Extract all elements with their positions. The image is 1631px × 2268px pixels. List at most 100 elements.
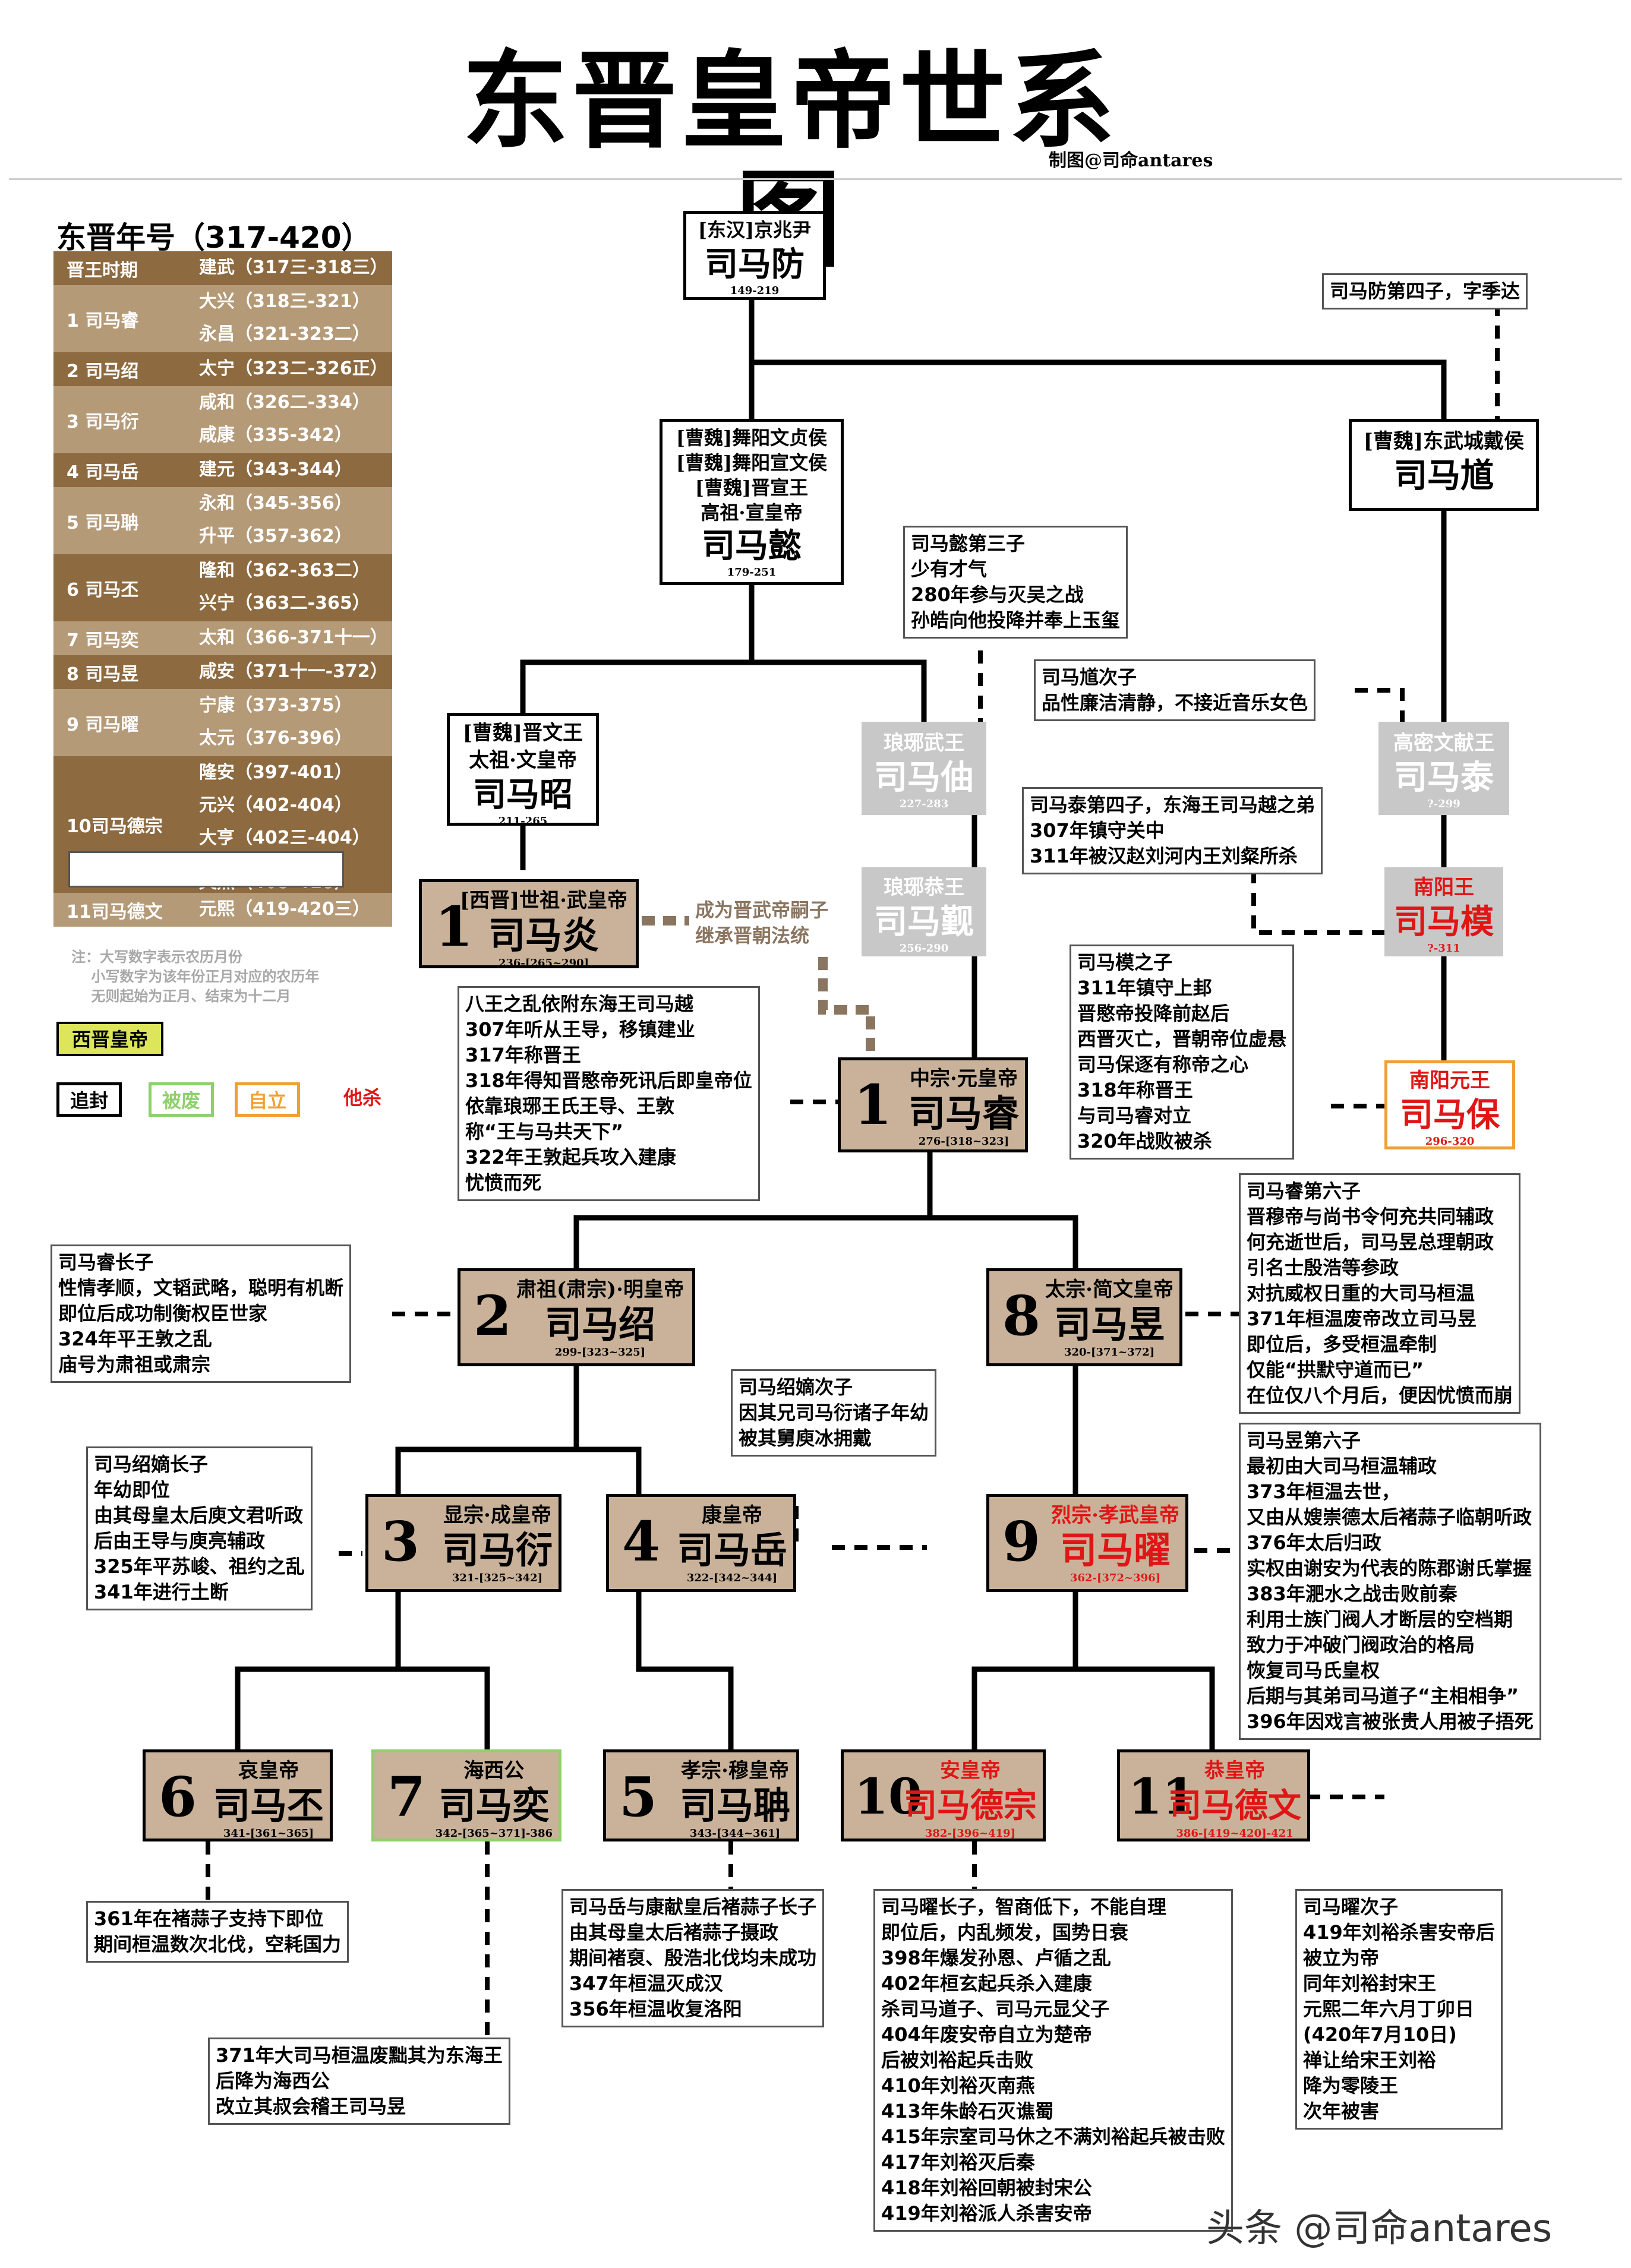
emperor-name: 司马德文 — [1168, 1786, 1301, 1825]
emperor-number: 9 — [1002, 1509, 1041, 1574]
person-sima-jin: 琅琊恭王 司马觐 256-290 — [862, 867, 986, 956]
emperor-name: 司马睿 — [908, 1092, 1019, 1135]
era-row: 2 司马绍太宁（323二-326正） — [53, 352, 392, 386]
era-ruler: 6 司马丕 — [67, 579, 139, 601]
lineage-lines — [235, 300, 1447, 1749]
emperor-title: 恭皇帝 — [1204, 1759, 1265, 1783]
legend-killed: 他杀 — [343, 1086, 381, 1109]
person-title: 高密文献王 — [1393, 731, 1494, 755]
emperor-title: 烈宗·孝武皇帝 — [1051, 1503, 1179, 1527]
emperor-dates: 343-[344~361] — [689, 1827, 781, 1840]
person-name: 司马伷 — [874, 758, 974, 797]
era-name: 元熙（419-420三） — [199, 899, 370, 920]
era-name: 建武（317三-318三） — [199, 257, 388, 278]
person-sima-zhou: 琅琊武王 司马伷 227-283 — [862, 722, 986, 815]
emperor-number: 4 — [622, 1509, 661, 1574]
era-name: 咸和（326二-334） — [199, 392, 370, 413]
emperor-name: 司马衍 — [441, 1528, 553, 1572]
note-sima-yi-haixi: 371年大司马桓温废黜其为东海王 后降为海西公 改立其叔会稽王司马昱 — [208, 2038, 510, 2125]
person-name: 司马防 — [705, 245, 805, 284]
emperor-number: 1 — [435, 895, 474, 959]
era-row: 1 司马睿大兴（318三-321）永昌（321-323二） — [53, 285, 392, 352]
emperor-title: 太宗·简文皇帝 — [1045, 1278, 1173, 1302]
note-sima-pi: 361年在褚蒜子支持下即位 期间桓温数次北伐，空耗国力 — [86, 1901, 349, 1963]
emperor-name: 司马岳 — [676, 1528, 787, 1572]
emperor-title: 中宗·元皇帝 — [910, 1067, 1018, 1091]
person-title: 琅琊恭王 — [884, 876, 964, 899]
emperor-number: 11 — [1128, 1768, 1197, 1825]
emperor-number: 1 — [854, 1073, 892, 1137]
person-name: 司马模 — [1394, 902, 1494, 942]
emperor-dates: 322-[342~344] — [686, 1572, 778, 1584]
era-note: [大亨]有说为桓玄年号，资治通鉴不载该年号 — [68, 851, 345, 887]
emperor-sima-yan: 1 [西晋]世祖·武皇帝 司马炎 236-[265~290] — [419, 879, 639, 969]
legend-posthumous: 追封 — [56, 1082, 122, 1117]
emperor-dates: 341-[361~365] — [223, 1827, 314, 1840]
emperor-number: 3 — [381, 1509, 420, 1574]
era-name: 永昌（321-323二） — [199, 324, 370, 345]
era-table-heading: 东晋年号（317-420） — [56, 220, 371, 255]
author-credit: 制图@司命antares — [1049, 150, 1213, 171]
era-row: 5 司马聃永和（345-356）升平（357-362） — [53, 487, 392, 554]
emperor-number: 6 — [159, 1765, 197, 1829]
person-dates: 296-320 — [1425, 1135, 1475, 1148]
legend-self-established: 自立 — [235, 1082, 300, 1117]
person-name: 司马觐 — [874, 902, 974, 942]
era-ruler: 9 司马曜 — [67, 714, 139, 735]
note-sima-dan: 司马岳与康献皇后褚蒜子长子 由其母皇太后褚蒜子摄政 期间褚裒、殷浩北伐均未成功 … — [561, 1889, 825, 2027]
era-ruler: 7 司马奕 — [67, 630, 139, 651]
era-ruler: 3 司马衍 — [67, 411, 139, 432]
era-name: 太宁（323二-326正） — [199, 358, 388, 379]
person-dates: 227-283 — [899, 798, 949, 810]
emperor-number: 5 — [619, 1765, 658, 1829]
note-sima-kui: 司马防第四子，字季达 — [1322, 273, 1528, 309]
era-ruler: 11司马德文 — [67, 901, 163, 923]
legend-deposed: 被废 — [149, 1082, 214, 1117]
emperor-title: 孝宗·穆皇帝 — [681, 1759, 789, 1783]
person-title: [曹魏]舞阳宣文侯 — [676, 451, 828, 474]
emperor-dates: 236-[265~290] — [498, 957, 589, 969]
era-table-footnote: 注：大写数字表示农历月份 小写数字为该年份正月对应的农历年 无则起始为正月、结束… — [71, 949, 320, 1005]
note-sima-mo: 司马泰第四子，东海王司马越之弟 307年镇守关中 311年被汉赵刘河内王刘粲所杀 — [1022, 787, 1323, 874]
note-sima-dezong: 司马曜长子，智商低下，不能自理 即位后，内乱频发，国势日衰 398年爆发孙恩、卢… — [873, 1889, 1233, 2232]
person-title: 南阳王 — [1414, 876, 1474, 899]
era-row: 8 司马昱咸安（371十一-372） — [53, 655, 392, 689]
watermark: 头条 @司命antares — [1206, 2207, 1553, 2251]
emperor-dates: 362-[372~396] — [1070, 1572, 1161, 1584]
era-row: 4 司马岳建元（343-344） — [53, 453, 392, 487]
emperor-title: 显宗·成皇帝 — [443, 1503, 551, 1527]
era-name: 隆和（362-363二） — [199, 560, 370, 581]
emperor-title: 哀皇帝 — [238, 1759, 299, 1783]
person-name: 司马馗 — [1394, 456, 1494, 495]
person-sima-bao: 南阳元王 司马保 296-320 — [1384, 1060, 1515, 1149]
emperor-title: 安皇帝 — [940, 1759, 1001, 1783]
person-title: [东汉]京兆尹 — [698, 219, 812, 241]
note-sima-bao: 司马模之子 311年镇守上邽 晋愍帝投降前赵后 西晋灭亡，晋朝帝位虚悬 司马保逐… — [1070, 945, 1295, 1160]
era-ruler: 1 司马睿 — [67, 310, 139, 331]
era-row: 3 司马衍咸和（326二-334）咸康（335-342） — [53, 386, 392, 453]
person-name: 司马保 — [1400, 1095, 1500, 1135]
emperor-number: 10 — [854, 1768, 923, 1825]
emperor-name: 司马丕 — [213, 1784, 324, 1827]
era-name: 元兴（402-404） — [199, 795, 352, 816]
person-dates: 179-251 — [727, 566, 777, 579]
emperor-dates: 342-[365~371]-386 — [435, 1827, 553, 1840]
emperor-title: 海西公 — [463, 1759, 525, 1783]
person-sima-mo: 南阳王 司马模 ?-311 — [1384, 867, 1503, 956]
era-ruler: 8 司马昱 — [67, 664, 139, 685]
person-title: [曹魏]舞阳文贞侯 — [676, 427, 828, 449]
era-name: 隆安（397-401） — [199, 762, 352, 783]
era-row: 9 司马曜宁康（373-375）太元（376-396） — [53, 689, 392, 756]
title-divider — [9, 178, 1622, 180]
person-title: 太祖·文皇帝 — [469, 748, 577, 772]
era-name: 升平（357-362） — [199, 526, 352, 547]
emperor-dates: 382-[396~419] — [925, 1827, 1016, 1840]
person-title: 南阳元王 — [1409, 1069, 1490, 1092]
